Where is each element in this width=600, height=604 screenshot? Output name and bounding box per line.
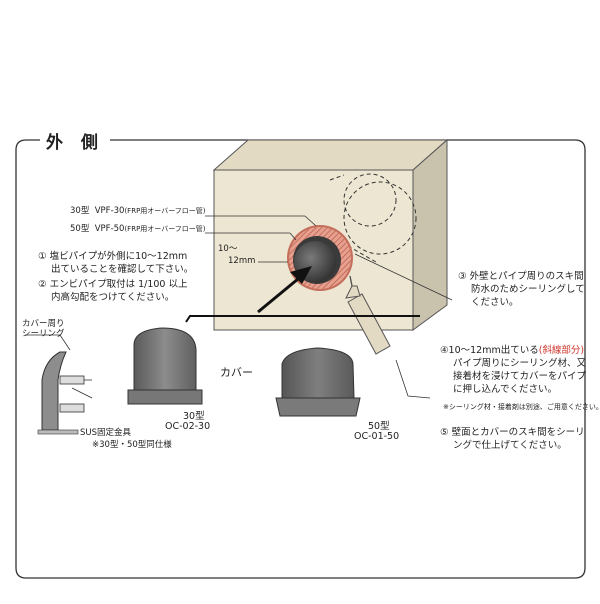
sus-label: SUS固定金具 ※30型・50型同仕様 bbox=[80, 427, 172, 451]
vpf50-desc: (FRP用オーバーフロー管) bbox=[124, 225, 206, 233]
vpf30-desc: (FRP用オーバーフロー管) bbox=[124, 207, 206, 215]
sealing-label: カバー周り シーリング bbox=[22, 319, 65, 339]
sealing-label-line1: カバー周り bbox=[22, 319, 65, 329]
note-1-line2: 出ていることを確認して下さい。 bbox=[51, 264, 194, 275]
note-2: ② エンビパイプ取付は 1/100 以上 内高勾配をつけてください。 bbox=[38, 278, 187, 304]
note-5-line1: 壁面とカバーのスキ間をシーリ bbox=[451, 427, 585, 438]
sus-label-line2: ※30型・50型同仕様 bbox=[92, 440, 172, 450]
note-1: ① 塩ビパイプが外側に10～12mm 出ていることを確認して下さい。 bbox=[38, 250, 193, 276]
sealing-label-line2: シーリング bbox=[22, 329, 65, 339]
frame-border bbox=[15, 139, 586, 579]
cover-label: カバー bbox=[220, 366, 253, 379]
note-3-line1: 外壁とパイプ周りのスキ間 bbox=[469, 271, 584, 282]
note-5: ⑤ 壁面とカバーのスキ間をシーリ ングで仕上げてください。 bbox=[440, 426, 585, 452]
caulk-tube bbox=[345, 275, 391, 355]
vpf50-code: VPF-50 bbox=[94, 224, 125, 234]
cover-30-code: OC-02-30 bbox=[165, 421, 211, 432]
note-4: ④10～12mm出ている(斜線部分) パイプ周りにシーリング材、又 接着材を浸け… bbox=[440, 344, 586, 396]
pipe-label-vpf50: 50型 VPF-50(FRP用オーバーフロー管) bbox=[70, 222, 206, 234]
note-4-line1: 10～12mm出ている bbox=[448, 345, 539, 356]
note-2-line1: エンビパイプ取付は 1/100 以上 bbox=[49, 279, 188, 290]
vpf30-model: 30型 bbox=[70, 206, 90, 216]
note-4-hatched-part: (斜線部分) bbox=[538, 345, 585, 356]
insert-arrow bbox=[257, 266, 312, 314]
note-1-line1: 塩ビパイプが外側に10～12mm bbox=[49, 251, 188, 262]
dimension-line2: 12mm bbox=[228, 256, 256, 266]
note-5-num: ⑤ bbox=[440, 427, 449, 438]
note-3-line3: ください。 bbox=[471, 297, 519, 308]
page-title: 外 側 bbox=[40, 128, 110, 153]
section-detail bbox=[25, 334, 93, 435]
dimension-line1: 10～ bbox=[218, 244, 238, 254]
note-2-line2: 内高勾配をつけてください。 bbox=[51, 292, 175, 303]
note-4-line2: パイプ周りにシーリング材、又 bbox=[453, 358, 587, 369]
note-4-line4: に押し込んでください。 bbox=[453, 384, 558, 395]
note-supplies: ※シーリング材・接着剤は別途、ご用意ください。 bbox=[443, 403, 600, 411]
cover-30-model: 30型 bbox=[183, 411, 205, 422]
note-3-line2: 防水のためシーリングして bbox=[471, 284, 585, 295]
sus-label-line1: SUS固定金具 bbox=[80, 428, 132, 438]
pipe-label-vpf30: 30型 VPF-30(FRP用オーバーフロー管) bbox=[70, 204, 206, 216]
cover-50 bbox=[275, 347, 361, 417]
cover-50-model: 50型 bbox=[368, 421, 390, 432]
dashed-detail bbox=[329, 173, 417, 263]
note-3-num: ③ bbox=[458, 271, 467, 282]
cover-30 bbox=[127, 327, 203, 405]
note-4-line3: 接着材を浸けてカバーをパイプ bbox=[453, 371, 587, 382]
note-1-num: ① bbox=[38, 251, 47, 262]
note-3: ③ 外壁とパイプ周りのスキ間 防水のためシーリングして ください。 bbox=[458, 270, 585, 309]
note-4-num: ④ bbox=[440, 345, 449, 356]
vpf50-model: 50型 bbox=[70, 224, 90, 234]
vpf30-code: VPF-30 bbox=[94, 206, 125, 216]
cover-50-code: OC-01-50 bbox=[354, 431, 400, 442]
note-2-num: ② bbox=[38, 279, 47, 290]
note-5-line2: ングで仕上げてください。 bbox=[453, 440, 567, 451]
